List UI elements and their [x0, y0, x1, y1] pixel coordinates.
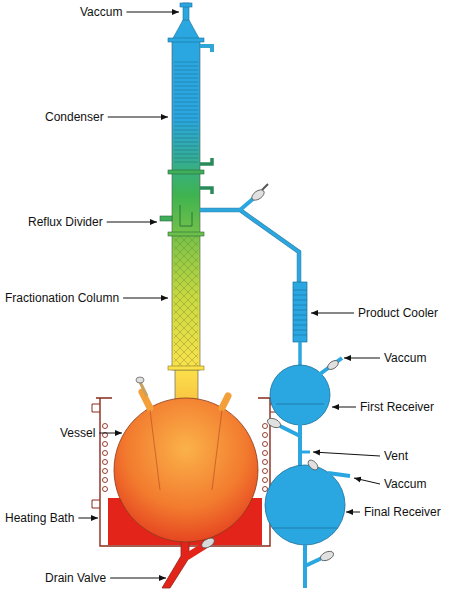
part-label: Vaccum: [384, 477, 426, 491]
leader-arrow: [313, 452, 380, 456]
first-receiver: [266, 358, 342, 466]
part-label: Condenser: [45, 110, 104, 124]
leader-arrow: [354, 478, 380, 484]
leader-arrow: [99, 433, 122, 434]
final-receiver: [265, 458, 350, 588]
leader-arrow: [107, 222, 157, 223]
leader-arrow: [110, 578, 166, 579]
vessel: [114, 368, 258, 542]
part-label: Vessel: [60, 426, 95, 440]
part-label: Vent: [384, 449, 408, 463]
part-label: Drain Valve: [45, 571, 106, 585]
part-label: Reflux Divider: [28, 215, 103, 229]
part-label: Vaccum: [80, 5, 122, 19]
heating-bath: [92, 398, 278, 546]
part-label: Heating Bath: [5, 511, 74, 525]
part-label: Final Receiver: [364, 505, 441, 519]
column: [160, 3, 212, 370]
leader-arrow: [344, 358, 380, 359]
leader-arrow: [108, 117, 168, 118]
part-label: Product Cooler: [358, 306, 438, 320]
product-line: [200, 184, 307, 368]
part-label: First Receiver: [360, 400, 434, 414]
leader-arrow: [123, 298, 168, 299]
leader-arrow: [126, 12, 179, 13]
leader-arrow: [311, 313, 354, 314]
leader-arrow: [332, 407, 356, 408]
leader-arrow: [346, 512, 360, 513]
part-label: Vaccum: [384, 351, 426, 365]
part-label: Fractionation Column: [5, 291, 119, 305]
leader-arrow: [78, 518, 98, 519]
